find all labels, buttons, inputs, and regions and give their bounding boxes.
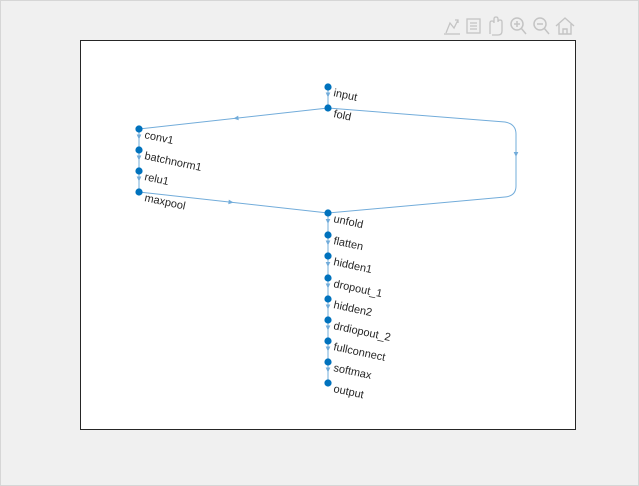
node-fold[interactable] xyxy=(324,104,332,112)
edge-arrowhead xyxy=(233,115,239,121)
axes-toolbar xyxy=(440,14,580,38)
edge-maxpool-to-unfold xyxy=(138,191,329,214)
edge-fold-to-unfold xyxy=(327,107,519,214)
node-label-conv1: conv1 xyxy=(143,129,174,147)
edge-line xyxy=(327,107,517,214)
node-label-hidden2: hidden2 xyxy=(332,299,373,319)
node-dropout_1[interactable] xyxy=(324,274,332,282)
node-label-hidden1: hidden1 xyxy=(332,256,373,276)
node-maxpool[interactable] xyxy=(135,188,143,196)
edge-fold-to-conv1 xyxy=(138,107,329,130)
edge-arrowhead xyxy=(136,134,142,140)
edge-arrowhead xyxy=(325,92,331,98)
pan-icon[interactable] xyxy=(489,16,503,36)
node-drdiopout_2[interactable] xyxy=(324,316,332,324)
zoom-out-icon[interactable] xyxy=(533,17,550,35)
node-softmax[interactable] xyxy=(324,358,332,366)
edge-arrowhead xyxy=(136,155,142,161)
node-label-softmax: softmax xyxy=(332,362,373,382)
node-label-batchnorm1: batchnorm1 xyxy=(143,150,202,174)
node-unfold[interactable] xyxy=(324,209,332,217)
node-label-input: input xyxy=(332,87,358,104)
node-label-maxpool: maxpool xyxy=(143,192,186,212)
nodes xyxy=(135,83,332,387)
home-icon[interactable] xyxy=(555,17,575,35)
data-tips-icon[interactable] xyxy=(466,18,481,34)
node-hidden1[interactable] xyxy=(324,252,332,260)
node-label-fullconnect: fullconnect xyxy=(332,341,386,364)
edge-arrowhead xyxy=(513,152,519,157)
edge-arrowhead xyxy=(325,219,331,224)
node-hidden2[interactable] xyxy=(324,295,332,303)
edge-unfold-to-flatten xyxy=(325,213,331,235)
node-batchnorm1[interactable] xyxy=(135,146,143,154)
zoom-in-icon[interactable] xyxy=(510,17,527,35)
node-input[interactable] xyxy=(324,83,332,91)
edge-arrowhead xyxy=(325,240,331,246)
node-fullconnect[interactable] xyxy=(324,337,332,345)
edge-arrowhead xyxy=(325,325,331,331)
edge-hidden1-to-dropout_1 xyxy=(325,256,331,278)
edge-arrowhead xyxy=(136,176,142,182)
export-icon[interactable] xyxy=(444,19,460,35)
node-label-relu1: relu1 xyxy=(143,171,169,188)
edge-arrowhead xyxy=(325,304,331,310)
node-label-dropout_1: dropout_1 xyxy=(332,278,383,300)
edge-arrowhead xyxy=(228,199,234,205)
node-label-drdiopout_2: drdiopout_2 xyxy=(332,320,391,344)
node-relu1[interactable] xyxy=(135,167,143,175)
node-conv1[interactable] xyxy=(135,125,143,133)
node-output[interactable] xyxy=(324,379,332,387)
edge-arrowhead xyxy=(325,367,331,373)
node-label-unfold: unfold xyxy=(332,213,364,231)
node-label-output: output xyxy=(332,383,364,401)
edge-arrowhead xyxy=(325,346,331,352)
edge-arrowhead xyxy=(325,262,331,267)
node-label-fold: fold xyxy=(332,108,352,123)
node-label-flatten: flatten xyxy=(332,235,364,253)
node-flatten[interactable] xyxy=(324,231,332,239)
edge-arrowhead xyxy=(325,283,331,289)
